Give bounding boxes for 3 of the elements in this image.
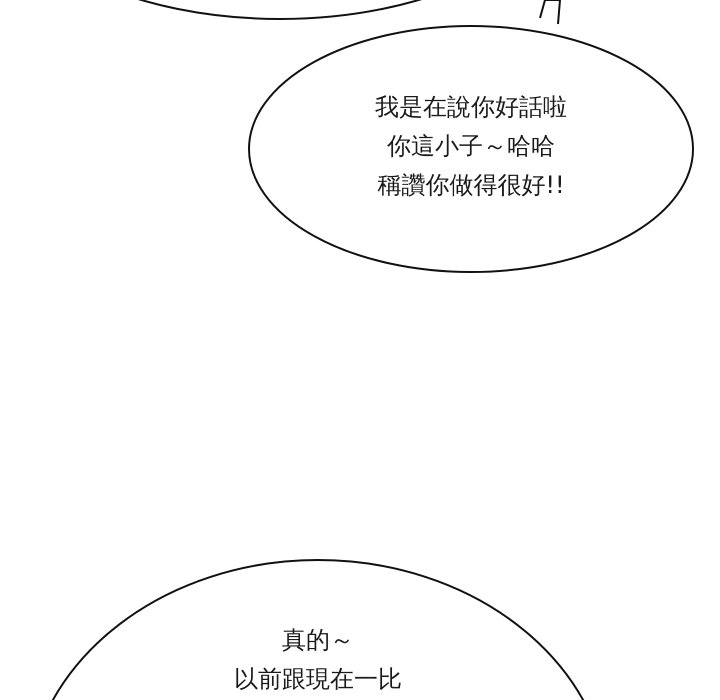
speech-text: 真的～以前跟現在一比 <box>233 625 403 695</box>
speech-bubble <box>248 0 694 273</box>
speech-text: 我是在說你好話啦你這小子～哈哈稱讚你做得很好!! <box>374 92 568 201</box>
